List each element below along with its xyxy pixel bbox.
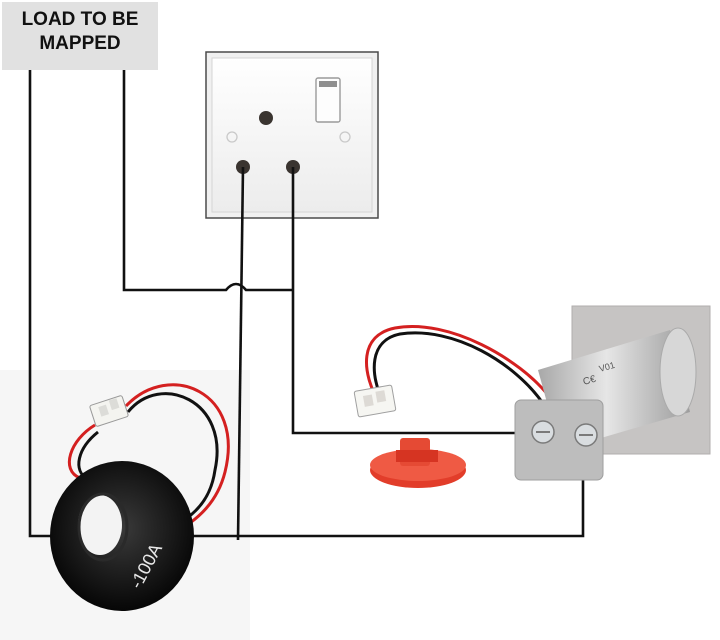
wire-neutral (291, 167, 527, 435)
screw-left (226, 131, 238, 143)
load-label: LOAD TO BE MAPPED (2, 2, 158, 70)
load-label-line1: LOAD TO BE (21, 9, 139, 30)
load-label-line2: MAPPED (39, 33, 121, 54)
meter-connector-icon (353, 384, 397, 418)
meter-marking-1: C€ (582, 374, 598, 388)
socket-switch (315, 77, 341, 123)
wire-load-right (122, 70, 293, 292)
panel-meter-icon: C€ V01 (514, 305, 711, 481)
wire-live (236, 166, 245, 541)
current-transformer-icon: -100A (50, 461, 194, 611)
black-wires (28, 70, 585, 541)
ct-connector-icon (89, 395, 129, 427)
red-cap-icon (370, 438, 466, 488)
meter-terminal-block (514, 399, 604, 481)
meter-leads (365, 325, 550, 407)
meter-marking-2: V01 (598, 360, 616, 374)
earth-pin-hole (259, 111, 273, 125)
screw-right (339, 131, 351, 143)
ct-hole (78, 495, 122, 555)
